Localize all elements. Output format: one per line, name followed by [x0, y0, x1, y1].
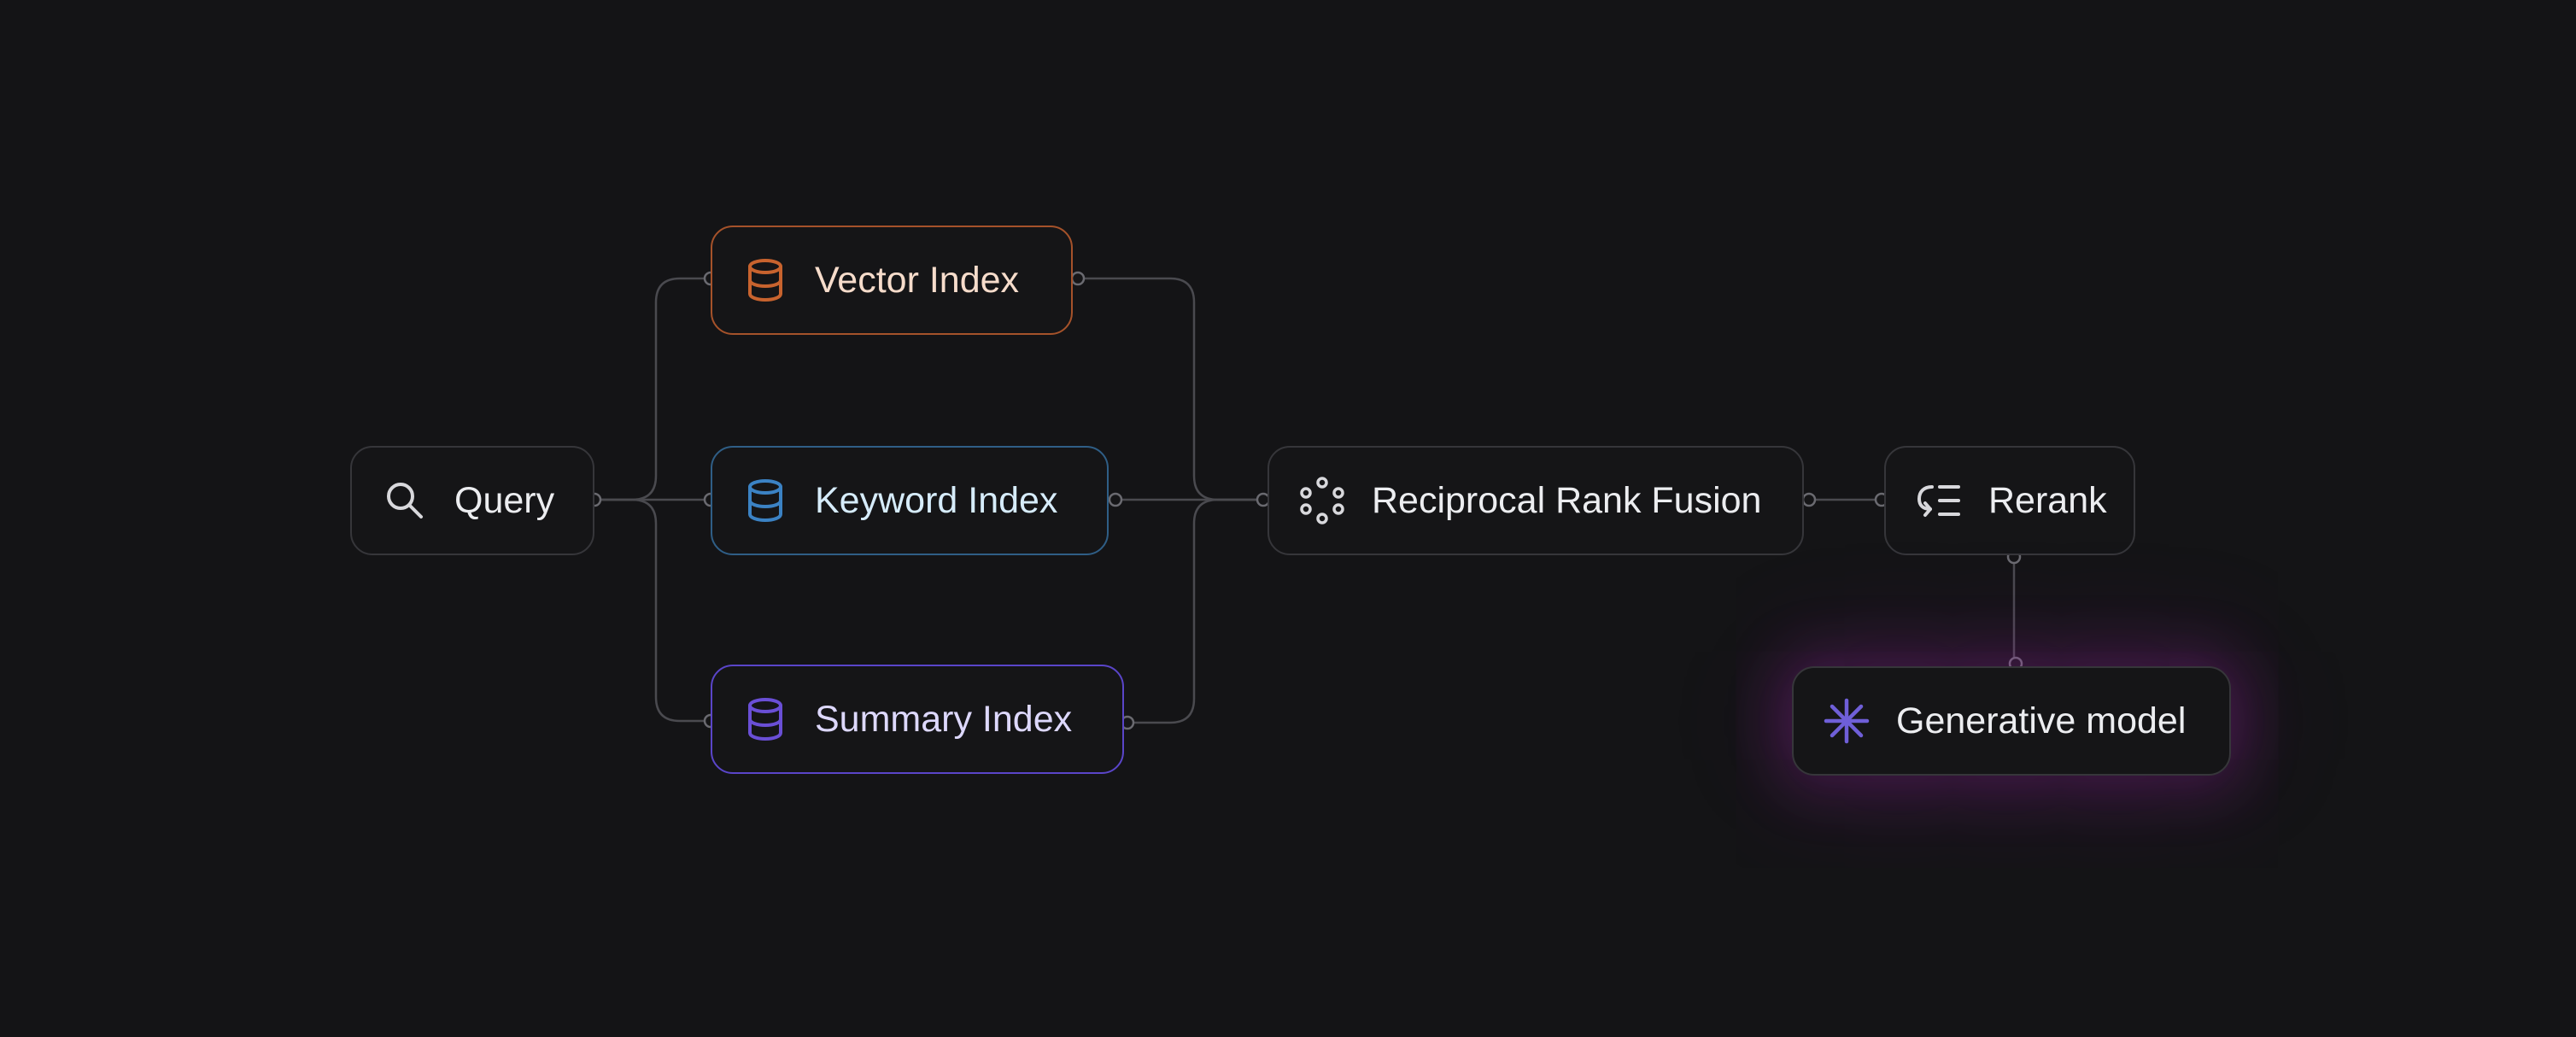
summary-index-node[interactable]: Summary Index — [711, 665, 1124, 774]
rerank-label: Rerank — [1988, 479, 2107, 521]
query-label: Query — [454, 479, 555, 521]
database-icon — [741, 695, 789, 743]
edge-vector-rrf — [1078, 277, 1268, 501]
port-vector-out — [1070, 271, 1086, 286]
rerank-list-icon — [1915, 477, 1963, 524]
port-rrf-out — [1801, 492, 1817, 507]
fusion-dots-icon — [1298, 477, 1346, 524]
sparkle-icon — [1823, 697, 1871, 745]
rerank-node[interactable]: Rerank — [1884, 446, 2135, 555]
reciprocal-rank-fusion-node[interactable]: Reciprocal Rank Fusion — [1268, 446, 1804, 555]
edge-query-summary — [594, 498, 711, 723]
search-icon — [381, 477, 429, 524]
keyword-index-label: Keyword Index — [815, 479, 1058, 521]
port-keyword-out — [1108, 492, 1123, 507]
query-node[interactable]: Query — [350, 446, 594, 555]
summary-index-label: Summary Index — [815, 698, 1073, 740]
edge-summary-rrf — [1127, 498, 1268, 724]
database-icon — [741, 256, 789, 304]
vector-index-node[interactable]: Vector Index — [711, 226, 1073, 335]
vector-index-label: Vector Index — [815, 259, 1020, 301]
edge-query-vector — [594, 277, 711, 501]
generative-model-node[interactable]: Generative model — [1792, 666, 2231, 776]
database-icon — [741, 477, 789, 524]
generative-model-label: Generative model — [1896, 700, 2187, 741]
keyword-index-node[interactable]: Keyword Index — [711, 446, 1109, 555]
reciprocal-rank-fusion-label: Reciprocal Rank Fusion — [1372, 479, 1762, 521]
